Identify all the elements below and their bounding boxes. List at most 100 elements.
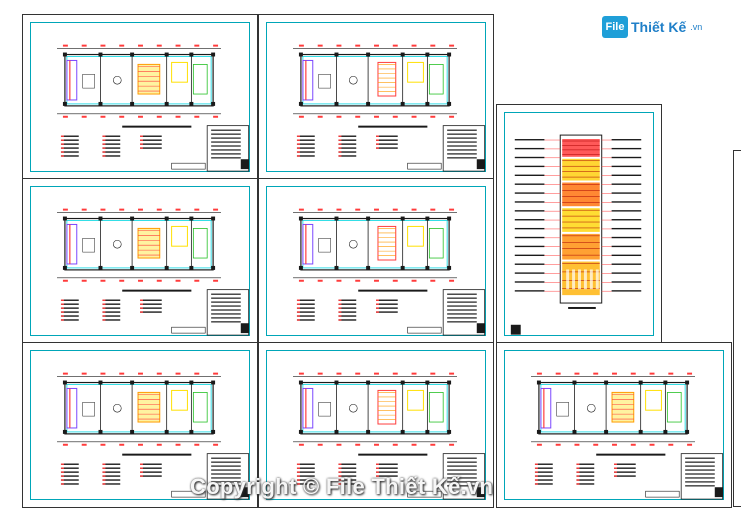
dimension-tick — [555, 443, 561, 446]
building-outline — [64, 217, 214, 271]
table — [349, 75, 358, 85]
title-block-text — [211, 473, 241, 475]
drawing-sheet-8[interactable] — [496, 342, 732, 508]
column — [447, 101, 452, 106]
column — [130, 101, 135, 106]
drawing-sheet-4[interactable] — [258, 178, 494, 344]
drawing-sheet-3[interactable] — [22, 178, 258, 344]
column — [447, 380, 452, 385]
legend-mark — [102, 303, 106, 305]
dimension-tick — [100, 279, 106, 282]
callout-text — [514, 227, 545, 230]
dimension-tick — [449, 372, 455, 375]
column — [62, 429, 67, 434]
legend-line — [534, 475, 553, 477]
dimension-tick — [175, 372, 181, 375]
dimension-tick — [430, 443, 436, 446]
callout-text — [514, 281, 545, 283]
dimension-tick — [392, 443, 398, 446]
site-logo[interactable]: File Thiết Kế .vn — [602, 14, 702, 40]
dimension-tick — [536, 372, 542, 375]
balcony — [66, 59, 78, 101]
dimension-tick — [175, 44, 181, 47]
column — [366, 429, 371, 434]
drawing-sheet-7[interactable] — [496, 104, 662, 344]
dimension-tick — [430, 208, 436, 211]
floor-level — [562, 158, 600, 181]
stair — [137, 227, 161, 259]
legend-line — [296, 483, 315, 485]
sheet-border — [266, 350, 486, 500]
legend-line — [338, 151, 357, 153]
legend-line — [338, 467, 357, 469]
legend-line — [140, 463, 162, 465]
legend-line — [576, 479, 595, 481]
floor-level — [562, 139, 600, 157]
legend-line — [576, 467, 595, 469]
legend-mark — [614, 467, 617, 469]
dimension-tick — [668, 443, 674, 446]
dimension-tick — [430, 372, 436, 375]
sheet-border — [266, 186, 486, 336]
legend-line — [102, 135, 121, 137]
building-outline — [538, 381, 688, 435]
sofa — [318, 74, 331, 89]
column — [663, 380, 668, 385]
legend-mark — [338, 483, 342, 485]
legend-mark — [338, 471, 342, 473]
column — [62, 216, 67, 221]
dimension-tick — [175, 208, 181, 211]
legend-line — [60, 155, 79, 157]
dimension-tick — [336, 372, 342, 375]
legend-mark — [140, 463, 143, 465]
legend-mark — [376, 471, 379, 473]
sofa — [318, 402, 331, 417]
dimension-tick — [194, 115, 200, 118]
legend-line — [376, 135, 398, 137]
room-kitchen — [192, 228, 208, 259]
legend-line — [534, 483, 553, 485]
drawing-sheet-5[interactable] — [22, 342, 258, 508]
drawing-sheet-2[interactable] — [258, 14, 494, 180]
legend-mark — [576, 471, 580, 473]
legend-mark — [60, 483, 64, 485]
legend-line — [60, 315, 79, 317]
dimension-tick — [355, 279, 361, 282]
legend-line — [60, 139, 79, 141]
legend-mark — [534, 479, 538, 481]
column — [685, 429, 690, 434]
column — [638, 429, 643, 434]
drawing-sheet-6[interactable] — [258, 342, 494, 508]
callout-text — [611, 254, 642, 257]
legend-mark — [140, 311, 143, 313]
sofa — [318, 238, 331, 253]
plan-title — [358, 125, 428, 128]
legend-line — [614, 471, 636, 473]
legend-line — [102, 319, 121, 321]
table — [349, 403, 358, 413]
dimension-tick — [175, 443, 181, 446]
legend-line — [102, 315, 121, 317]
dimension-tick — [62, 44, 68, 47]
legend-line — [296, 303, 315, 305]
dimension-tick — [392, 279, 398, 282]
title-block-text — [211, 485, 241, 487]
dimension-tick — [411, 443, 417, 446]
legend-mark — [102, 307, 106, 309]
dimension-tick — [194, 208, 200, 211]
dimension-tick — [81, 115, 87, 118]
dimension-tick — [574, 443, 580, 446]
dimension-tick — [81, 208, 87, 211]
legend-line — [534, 467, 553, 469]
column — [189, 101, 194, 106]
dimension-tick — [317, 443, 323, 446]
legend-mark — [140, 147, 143, 149]
column — [425, 101, 430, 106]
legend-line — [296, 467, 315, 469]
drawing-sheet-1[interactable] — [22, 14, 258, 180]
floor-level — [562, 182, 600, 207]
legend-mark — [338, 319, 342, 321]
legend-mark — [534, 483, 538, 485]
dimension-tick — [593, 443, 599, 446]
legend-mark — [60, 151, 64, 153]
